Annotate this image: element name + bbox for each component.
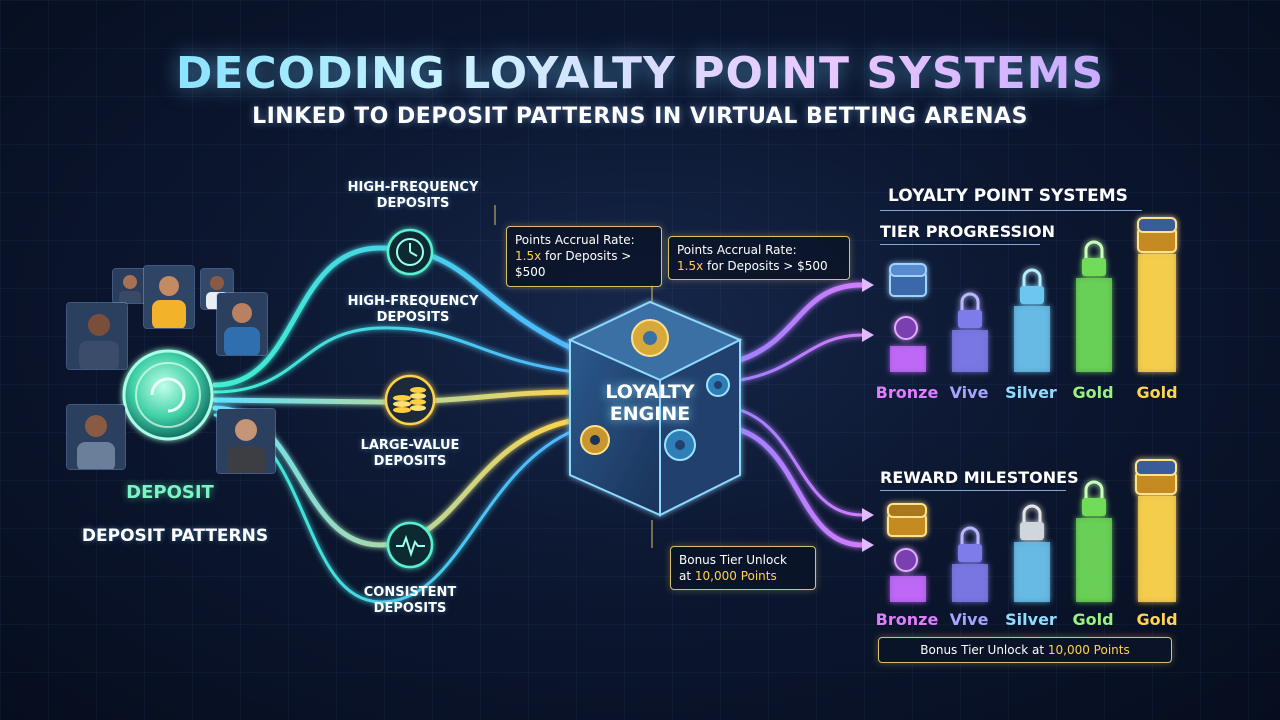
milestone-label: Silver — [1005, 610, 1057, 629]
bonus-points: 10,000 Points — [1047, 643, 1130, 657]
stream-high-frequency — [213, 326, 577, 394]
treasure-chest-icon — [1137, 217, 1177, 253]
loyalty-engine-cube — [567, 300, 743, 517]
treasure-chest-icon — [889, 263, 927, 297]
bonus-title: Bonus Tier Unlock — [679, 553, 787, 567]
tier-label: Gold — [1072, 383, 1114, 402]
accrual-detail: 1.5x for Deposits > $500 — [515, 248, 653, 280]
stream-out-1 — [737, 282, 865, 363]
reward-milestones-graphic — [887, 459, 1177, 602]
tier-bar — [1014, 306, 1050, 372]
avatar — [143, 265, 195, 329]
milestone-bar — [952, 564, 988, 602]
treasure-chest-icon — [887, 503, 927, 537]
avatar — [216, 292, 268, 356]
milestone-label: Gold — [1072, 610, 1114, 629]
loyalty-point-systems-heading: LOYALTY POINT SYSTEMS — [888, 186, 1128, 206]
large-value-label: LARGE-VALUE DEPOSITS — [360, 438, 460, 469]
accrual-detail: 1.5x for Deposits > $500 — [677, 258, 841, 274]
page-subtitle: LINKED TO DEPOSIT PATTERNS IN VIRTUAL BE… — [252, 104, 1028, 129]
loyalty-engine-label: LOYALTY ENGINE — [570, 381, 730, 426]
milestone-bar — [1014, 542, 1050, 602]
clock-icon — [386, 228, 434, 276]
treasure-chest-icon — [1135, 459, 1177, 495]
arrow-head — [862, 508, 874, 522]
arrow-head — [862, 538, 874, 552]
coin-stack-icon — [384, 374, 436, 426]
stream-consistent-2 — [213, 413, 577, 604]
accrual-callout-2: Points Accrual Rate: 1.5x for Deposits >… — [668, 236, 850, 281]
padlock-icon — [1082, 240, 1106, 276]
padlock-icon — [1020, 268, 1044, 304]
tier-bar — [1076, 278, 1112, 372]
stream-out-2 — [738, 333, 864, 382]
stream-out-3 — [738, 408, 864, 517]
arrow-head — [862, 328, 874, 342]
tier-label: Gold — [1136, 383, 1178, 402]
divider — [880, 210, 1142, 211]
accrual-title: Points Accrual Rate: — [515, 233, 635, 247]
tier-label: Silver — [1005, 383, 1057, 402]
milestone-label: Vive — [949, 610, 989, 629]
divider — [880, 490, 1066, 491]
high-frequency-label: HIGH-FREQUENCY DEPOSITS — [347, 294, 479, 325]
avatar — [216, 408, 276, 474]
coin-icon — [122, 349, 214, 441]
divider — [880, 244, 1040, 245]
accrual-rate: 1.5x — [515, 249, 542, 264]
bonus-prefix: at — [679, 569, 692, 584]
engine-line-1: LOYALTY — [605, 381, 695, 403]
padlock-icon — [1020, 504, 1044, 540]
milestone-bar — [1138, 496, 1176, 602]
stream-consistent — [212, 405, 578, 548]
tier-label: Vive — [949, 383, 989, 402]
accrual-title: Points Accrual Rate: — [677, 243, 797, 257]
stream-high-frequency-top — [212, 245, 578, 388]
bonus-detail: at 10,000 Points — [679, 568, 807, 584]
padlock-icon — [958, 526, 982, 562]
consistent-label: CONSISTENT DEPOSITS — [363, 585, 457, 616]
tier-bar — [1138, 254, 1176, 372]
gear-icon — [890, 548, 926, 602]
tier-progression-heading: TIER PROGRESSION — [880, 222, 1055, 241]
reward-milestones-heading: REWARD MILESTONES — [880, 468, 1079, 487]
gear-icon — [706, 373, 730, 397]
milestone-label: Bronze — [875, 610, 939, 629]
bonus-prefix: Bonus Tier Unlock at — [920, 643, 1045, 657]
gear-icon — [631, 319, 669, 357]
accrual-condition: for Deposits > $500 — [707, 259, 828, 274]
avatar — [66, 302, 128, 370]
tier-bar — [952, 330, 988, 372]
tier-label: Bronze — [875, 383, 939, 402]
milestone-label: Gold — [1136, 610, 1178, 629]
gear-icon — [580, 425, 610, 455]
page-title: DECODING LOYALTY POINT SYSTEMS — [0, 48, 1280, 99]
avatar — [66, 404, 126, 470]
accrual-callout-1: Points Accrual Rate: 1.5x for Deposits >… — [506, 226, 662, 287]
gear-icon — [664, 429, 696, 461]
medal-icon — [890, 316, 926, 372]
pulse-icon — [386, 521, 434, 569]
bonus-tier-callout: Bonus Tier Unlock at 10,000 Points — [670, 546, 816, 591]
avatar — [112, 268, 148, 304]
bonus-tier-unlock-box: Bonus Tier Unlock at 10,000 Points — [878, 637, 1172, 663]
accrual-rate: 1.5x — [677, 259, 704, 274]
padlock-icon — [1082, 480, 1106, 516]
deposit-label: DEPOSIT — [126, 482, 214, 503]
deposit-patterns-label: DEPOSIT PATTERNS — [81, 526, 269, 546]
arrow-head — [862, 278, 874, 292]
stream-out-4 — [737, 427, 865, 548]
high-frequency-top-label: HIGH-FREQUENCY DEPOSITS — [347, 180, 479, 211]
bonus-points: 10,000 Points — [694, 569, 777, 584]
milestone-bar — [1076, 518, 1112, 602]
padlock-icon — [958, 292, 982, 328]
engine-line-2: ENGINE — [609, 402, 691, 425]
accrual-condition: for Deposits > $500 — [515, 249, 632, 280]
tier-progression-graphic — [889, 217, 1177, 372]
